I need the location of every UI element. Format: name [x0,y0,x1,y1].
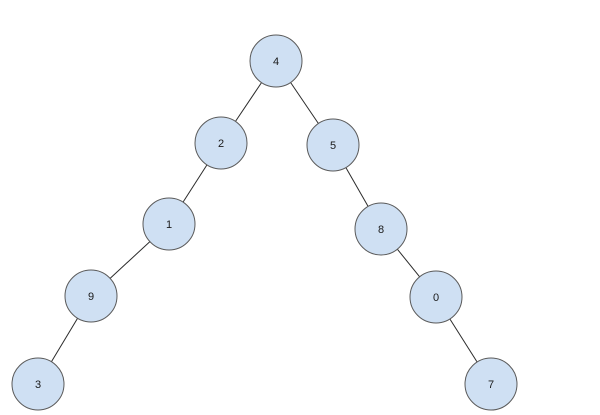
tree-edge [109,241,151,279]
node-label: 2 [218,138,224,150]
tree-edge [449,318,478,363]
tree-edge [345,167,369,207]
node-label: 7 [488,379,494,391]
tree-node[interactable]: 9 [64,269,118,323]
tree-edge [396,248,421,278]
tree-node[interactable]: 1 [142,197,196,251]
tree-node[interactable]: 4 [249,34,303,88]
tree-node[interactable]: 7 [464,357,518,411]
node-label: 0 [433,292,439,304]
tree-edge [50,318,79,362]
tree-edge [235,82,262,122]
node-circle[interactable] [11,357,65,411]
node-label: 1 [166,219,172,231]
node-circle[interactable] [306,118,360,172]
tree-node[interactable]: 2 [194,116,248,170]
node-label: 8 [378,224,384,236]
node-circle[interactable] [142,197,196,251]
node-circle[interactable] [64,269,118,323]
node-circle[interactable] [249,34,303,88]
tree-node[interactable]: 5 [306,118,360,172]
tree-node[interactable]: 0 [409,270,463,324]
tree-node[interactable]: 8 [354,202,408,256]
tree-edge [290,82,319,124]
node-circle[interactable] [464,357,518,411]
node-circle[interactable] [409,270,463,324]
node-label: 4 [273,56,279,68]
node-circle[interactable] [354,202,408,256]
node-circle[interactable] [194,116,248,170]
tree-node[interactable]: 3 [11,357,65,411]
edges-group [50,82,478,363]
node-label: 5 [330,140,336,152]
node-label: 9 [88,291,94,303]
node-label: 3 [35,379,41,391]
tree-edge [182,164,208,203]
